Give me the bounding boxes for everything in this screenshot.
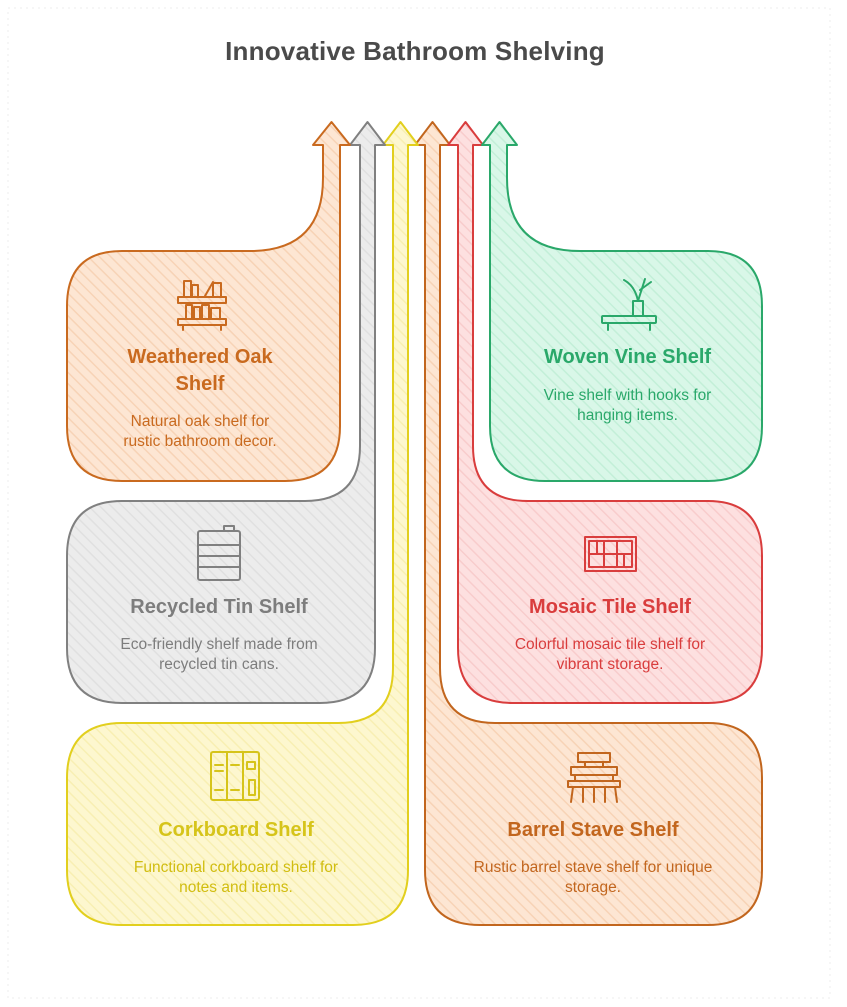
recycled-tin-card-shape bbox=[66, 121, 386, 704]
mosaic-tile-description: Colorful mosaic tile shelf for vibrant s… bbox=[480, 635, 740, 675]
woven-vine-card-shape bbox=[481, 121, 763, 482]
weathered-oak-title-line1: Weathered Oak bbox=[127, 346, 273, 368]
woven-vine-description: Vine shelf with hooks for hanging items. bbox=[510, 386, 745, 426]
woven-vine-desc-line1: Vine shelf with hooks for bbox=[543, 387, 712, 404]
recycled-tin-desc-line2: recycled tin cans. bbox=[159, 656, 279, 673]
mosaic-tile-title: Mosaic Tile Shelf bbox=[529, 596, 691, 618]
corkboard-description: Functional corkboard shelf for notes and… bbox=[96, 858, 376, 898]
weathered-oak-card-shape bbox=[66, 121, 351, 482]
weathered-oak-title-line2: Shelf bbox=[175, 373, 225, 395]
plant-shelf-icon bbox=[601, 278, 657, 331]
barrel-stand-icon bbox=[567, 752, 621, 803]
corkboard-icon bbox=[210, 751, 260, 801]
barrel-stave-desc-line2: storage. bbox=[564, 879, 621, 896]
barrel-stave-title: Barrel Stave Shelf bbox=[507, 819, 679, 841]
weathered-oak-description: Natural oak shelf for rustic bathroom de… bbox=[90, 412, 310, 452]
barrel-stave-description: Rustic barrel stave shelf for unique sto… bbox=[448, 858, 738, 898]
mosaic-tile-desc-line2: vibrant storage. bbox=[556, 656, 664, 673]
weathered-oak-desc-line1: Natural oak shelf for bbox=[130, 413, 270, 430]
recycled-tin-description: Eco-friendly shelf made from recycled ti… bbox=[89, 635, 349, 675]
tin-can-icon bbox=[197, 525, 241, 581]
corkboard-desc-line1: Functional corkboard shelf for bbox=[133, 859, 339, 876]
barrel-stave-desc-line1: Rustic barrel stave shelf for unique bbox=[473, 859, 713, 876]
corkboard-desc-line2: notes and items. bbox=[179, 879, 293, 896]
bookshelf-icon bbox=[177, 280, 227, 331]
mosaic-tile-desc-line1: Colorful mosaic tile shelf for bbox=[514, 636, 706, 653]
diagram-title: Innovative Bathroom Shelving bbox=[225, 36, 605, 66]
woven-vine-desc-line2: hanging items. bbox=[577, 407, 678, 424]
weathered-oak-title: Weathered Oak Shelf bbox=[100, 344, 300, 398]
corkboard-title: Corkboard Shelf bbox=[158, 819, 314, 841]
mosaic-tile-card-shape bbox=[447, 121, 763, 704]
corkboard-card-shape bbox=[66, 121, 419, 926]
weathered-oak-desc-line2: rustic bathroom decor. bbox=[123, 433, 277, 450]
tile-grid-icon bbox=[584, 536, 637, 572]
barrel-stave-card-shape bbox=[414, 121, 763, 926]
recycled-tin-desc-line1: Eco-friendly shelf made from bbox=[120, 636, 318, 653]
woven-vine-title: Woven Vine Shelf bbox=[543, 346, 712, 368]
recycled-tin-title: Recycled Tin Shelf bbox=[130, 596, 308, 618]
